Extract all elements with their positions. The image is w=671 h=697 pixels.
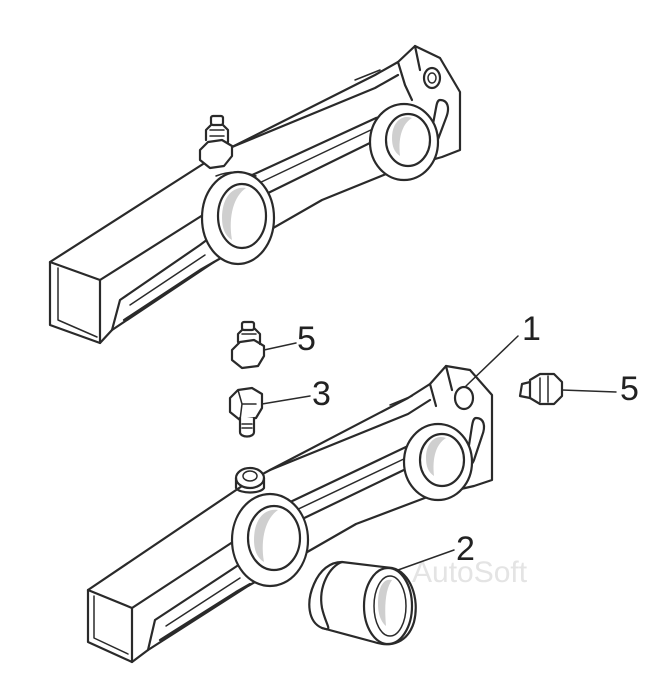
label-5-left: 5 xyxy=(297,320,316,358)
label-5-right: 5 xyxy=(620,370,639,408)
adjusting-screw-3 xyxy=(228,386,311,438)
label-2: 2 xyxy=(456,530,475,568)
rocker-arm-bottom xyxy=(86,335,519,664)
grease-fitting-5-left xyxy=(230,320,297,370)
bushing-2 xyxy=(308,549,455,646)
rocker-arm-top xyxy=(48,44,462,345)
grease-fitting-top xyxy=(198,114,234,170)
label-3: 3 xyxy=(312,375,331,413)
watermark-text: AutoSoft xyxy=(412,556,528,589)
grease-fitting-5-right xyxy=(518,372,617,406)
label-1: 1 xyxy=(522,310,541,348)
